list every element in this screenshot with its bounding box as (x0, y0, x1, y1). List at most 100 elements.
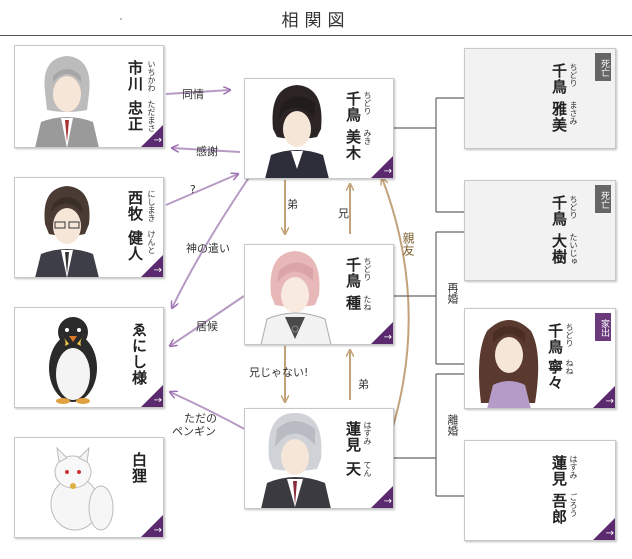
character-card-miki[interactable]: ちどり 千鳥 みき 美木 → (244, 78, 394, 179)
ruby-nishimaki-surname: にしまき (147, 190, 156, 222)
ruby-taiju-surname: ちどり (569, 195, 578, 219)
arrow-right-icon: → (383, 166, 392, 177)
name-masami-surname: 千鳥 (550, 63, 568, 95)
name-miki-surname: 千鳥 (344, 91, 362, 123)
detail-corner[interactable] (371, 486, 393, 508)
name-ichikawa-given: 忠正 (126, 100, 144, 132)
name-nishimaki-surname: 西牧 (126, 190, 144, 222)
status-badge-deceased: 死亡 (595, 53, 611, 81)
ten-portrait (261, 413, 331, 508)
name-nene-surname: 千鳥 (546, 323, 564, 355)
label-older-brother: 兄 (338, 207, 349, 220)
ruby-ten-given: てん (363, 461, 372, 477)
label-not-brother: 兄じゃない! (249, 366, 309, 379)
ruby-taiju-given: たいじゅ (569, 233, 578, 265)
name-tane-given: 種 (344, 295, 362, 311)
ruby-tane-given: たね (363, 295, 372, 311)
detail-corner[interactable] (593, 386, 615, 408)
line-question (165, 174, 238, 206)
name-masami-given: 雅美 (550, 101, 568, 133)
name-byakuri: 白狸 (130, 452, 148, 484)
label-younger-brother-2: 弟 (358, 378, 369, 391)
label-question: ? (190, 183, 196, 196)
label-sympathy: 同情 (182, 88, 204, 101)
ruby-ichikawa-given: ただまさ (147, 100, 156, 132)
white-fox-portrait (50, 446, 114, 531)
detail-corner[interactable] (141, 515, 163, 537)
detail-corner[interactable] (593, 518, 615, 540)
header-dot (120, 18, 122, 20)
name-fu: ゑにし様 (130, 322, 148, 386)
ruby-tane-surname: ちどり (363, 257, 372, 281)
tane-portrait (260, 251, 332, 344)
miki-portrait (265, 85, 329, 178)
name-goro-surname: 蓮見 (550, 455, 568, 487)
penguin-portrait (49, 317, 97, 404)
character-card-ten[interactable]: はすみ 蓮見 てん 天 → (244, 408, 394, 509)
character-card-byakuri[interactable]: 白狸 → (14, 437, 164, 538)
character-card-nene[interactable]: 家出 ちどり 千鳥 ねね 寧々 → (464, 308, 616, 409)
diagram-header: 相関図 (0, 0, 632, 36)
character-card-ichikawa[interactable]: いちかわ 市川 ただまさ 忠正 → (14, 45, 164, 148)
ruby-nene-given: ねね (565, 359, 574, 375)
name-taiju-given: 大樹 (550, 233, 568, 265)
status-badge-deceased: 死亡 (595, 185, 611, 213)
character-card-fu[interactable]: ゑにし様 → (14, 307, 164, 408)
character-card-masami[interactable]: 死亡 ちどり 千鳥 まさみ 雅美 (464, 48, 616, 149)
nishimaki-portrait (35, 186, 99, 277)
name-nishimaki-given: 健人 (126, 230, 144, 262)
label-younger-brother-1: 弟 (287, 198, 298, 211)
label-divorce: 離婚 (446, 414, 459, 436)
ruby-miki-given: みき (363, 129, 372, 145)
ruby-goro-given: ごろう (569, 493, 578, 517)
line-just-penguin (170, 392, 251, 433)
character-card-nishimaki[interactable]: にしまき 西牧 けんと 健人 → (14, 177, 164, 278)
name-miki-given: 美木 (344, 129, 362, 161)
name-tane-surname: 千鳥 (344, 257, 362, 289)
nene-portrait (479, 320, 539, 408)
line-sympathy (165, 90, 230, 95)
label-just-penguin-1: ただの (184, 412, 217, 425)
ruby-masami-surname: ちどり (569, 63, 578, 87)
ruby-nene-surname: ちどり (565, 323, 574, 347)
ruby-nishimaki-given: けんと (147, 230, 156, 254)
character-card-taiju[interactable]: 死亡 ちどり 千鳥 たいじゅ 大樹 (464, 180, 616, 281)
arrow-right-icon: → (153, 265, 162, 276)
ichikawa-portrait (35, 56, 99, 147)
arrow-right-icon: → (605, 396, 614, 407)
ruby-miki-surname: ちどり (363, 91, 372, 115)
label-freeloader: 居候 (196, 320, 218, 333)
label-best-friend: 親友 (401, 232, 415, 256)
name-nene-given: 寧々 (546, 359, 564, 391)
detail-corner[interactable] (141, 125, 163, 147)
name-ten-given: 天 (344, 461, 362, 477)
family-lines (392, 97, 464, 497)
line-god-messenger (172, 175, 251, 308)
ruby-masami-given: まさみ (569, 101, 578, 125)
arrow-right-icon: → (383, 496, 392, 507)
ruby-ichikawa-surname: いちかわ (147, 60, 156, 92)
label-gratitude: 感謝 (196, 145, 218, 158)
detail-corner[interactable] (371, 322, 393, 344)
line-gratitude (172, 148, 241, 153)
status-badge-left-home: 家出 (595, 313, 611, 341)
arrow-right-icon: → (153, 525, 162, 536)
detail-corner[interactable] (371, 156, 393, 178)
arrow-right-icon: → (605, 528, 614, 539)
label-just-penguin-2: ペンギン (172, 425, 216, 438)
name-goro-given: 吾郎 (550, 493, 568, 525)
line-freeloader (170, 295, 245, 346)
arrow-right-icon: → (153, 395, 162, 406)
character-card-goro[interactable]: はすみ 蓮見 ごろう 吾郎 → (464, 440, 616, 541)
page-title: 相関図 (281, 11, 351, 31)
detail-corner[interactable] (141, 385, 163, 407)
name-ichikawa-surname: 市川 (126, 60, 144, 92)
ruby-ten-surname: はすみ (363, 421, 372, 445)
character-card-tane[interactable]: ちどり 千鳥 たね 種 → (244, 244, 394, 345)
arrow-right-icon: → (383, 332, 392, 343)
ruby-goro-surname: はすみ (569, 455, 578, 479)
detail-corner[interactable] (141, 255, 163, 277)
name-ten-surname: 蓮見 (344, 421, 362, 453)
arrow-right-icon: → (153, 135, 162, 146)
name-taiju-surname: 千鳥 (550, 195, 568, 227)
